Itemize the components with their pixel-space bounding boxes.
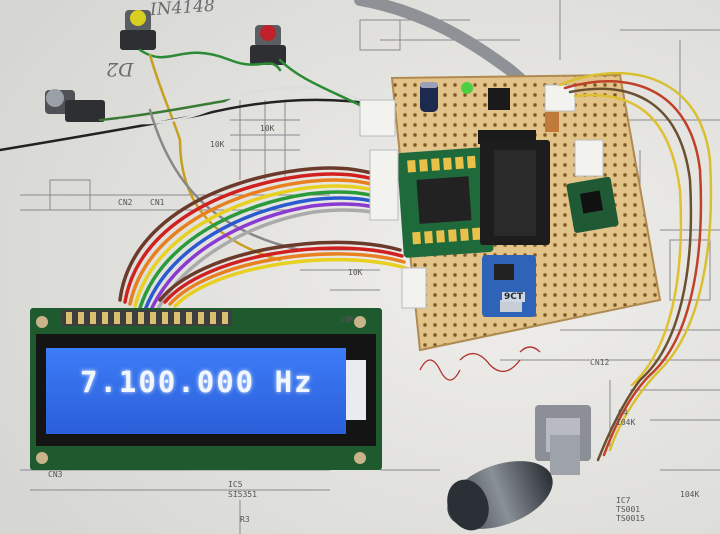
schematic-label: IC5	[228, 480, 243, 489]
capacitor	[420, 82, 438, 112]
schematic-label: 104K	[680, 490, 700, 499]
lcd-frequency-reading: 7.100.000 Hz	[80, 365, 314, 399]
connector-right	[574, 139, 604, 177]
jumper	[488, 88, 510, 110]
schematic-lines	[20, 0, 720, 534]
lcd-module	[30, 308, 382, 470]
schematic-label: 10K	[340, 315, 355, 324]
blue-module	[482, 255, 536, 317]
schematic-label: SI5351	[228, 490, 257, 499]
connector-left-2	[369, 149, 399, 221]
schematic-label: 104K	[616, 418, 636, 427]
push-button-top	[120, 10, 156, 50]
right-wires	[558, 71, 713, 462]
schematic-label: TS0015	[616, 514, 645, 523]
green-led	[461, 82, 473, 94]
schematic-label: R3	[240, 515, 250, 524]
push-button-left	[45, 89, 105, 122]
schematic-label: CN3	[48, 470, 63, 479]
schematic-label: CN12	[590, 358, 610, 367]
schematic-label: 10K	[210, 140, 225, 149]
schematic-label: TS001	[616, 505, 641, 514]
schematic-label: IC7	[616, 496, 631, 505]
red-pen-marks	[419, 346, 541, 381]
small-green-module	[566, 176, 619, 233]
schematic-label: CN1	[150, 198, 165, 207]
schematic-label: C4	[618, 408, 628, 417]
loose-wires	[0, 48, 382, 262]
schematic-label: 10K	[260, 124, 275, 133]
schematic-label: CN2	[118, 198, 133, 207]
schematic-label: 10K	[348, 268, 363, 277]
connector-left	[359, 99, 396, 137]
rotary-encoder	[447, 405, 591, 531]
ribbon-cable	[118, 166, 408, 316]
lcd-backlight-screen	[46, 348, 346, 434]
dip-ic-socket	[480, 140, 550, 245]
copper-coil	[545, 112, 559, 132]
connector-top-right	[544, 84, 576, 112]
push-button-red	[250, 25, 286, 65]
green-breakout-module	[396, 147, 494, 258]
module-label: 9CT	[502, 292, 526, 302]
connector-bottom	[401, 267, 427, 309]
handwritten-d2: D2	[106, 58, 134, 80]
